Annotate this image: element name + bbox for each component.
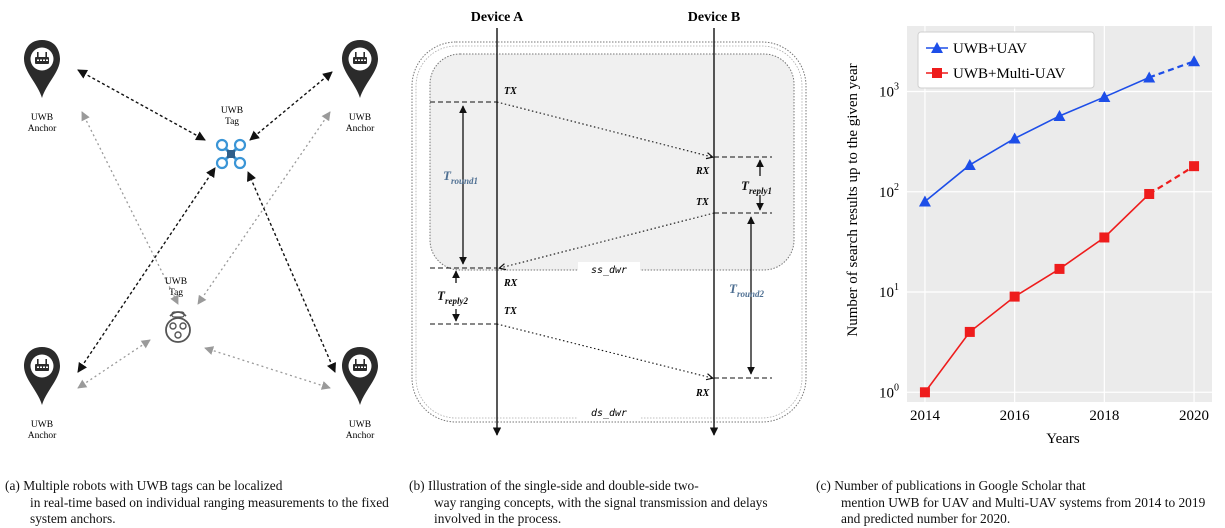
- panel-b: Device A Device B: [411, 10, 807, 436]
- data-point-square: [919, 387, 930, 398]
- ds-dwr-label: ds_dwr: [591, 408, 627, 419]
- legend: UWB+UAV UWB+Multi-UAV: [917, 31, 1095, 89]
- anchor-bottom-right: UWB Anchor: [342, 347, 378, 441]
- ticks: 2014 2016 2018 2020 100 101 102 103: [879, 81, 1209, 424]
- data-point-square: [1099, 232, 1110, 243]
- x-tick-label: 2020: [1179, 408, 1209, 424]
- y-tick-label: 102: [879, 182, 899, 201]
- series-line: [924, 193, 1150, 393]
- data-point-triangle: [1053, 109, 1066, 121]
- legend-uwb-multi-uav: UWB+Multi-UAV: [953, 66, 1066, 82]
- y-tick-label: 100: [879, 382, 899, 401]
- anchor-label: Anchor: [28, 124, 57, 134]
- location-pin-router-icon: [24, 347, 60, 405]
- legend-uwb-uav: UWB+UAV: [953, 41, 1027, 57]
- plot-area: [907, 26, 1212, 402]
- x-axis-label: Years: [1046, 431, 1080, 447]
- interval-arrows: [452, 105, 764, 375]
- data-point-square: [964, 326, 975, 337]
- y-tick-label: 101: [879, 282, 899, 301]
- panel-a: UWB Anchor UWB Anchor UWB Anchor UWB Anc…: [24, 40, 378, 441]
- location-pin-router-icon: [342, 40, 378, 98]
- quadrotor-drone-icon: [215, 138, 247, 170]
- x-tick-label: 2018: [1089, 408, 1119, 424]
- ss-dwr-label: ss_dwr: [591, 265, 627, 276]
- ground-robot-icon: [165, 311, 191, 343]
- location-pin-router-icon: [342, 347, 378, 405]
- caption-text: mention UWB for UAV and Multi-UAV system…: [841, 494, 1206, 527]
- ds-dwr-region: [411, 41, 807, 423]
- y-tick-label: 103: [879, 81, 899, 100]
- rx-label: RX: [695, 388, 710, 399]
- caption-text: Illustration of the single-side and doub…: [427, 478, 699, 493]
- x-tick-label: 2014: [910, 408, 941, 424]
- y-axis-label: Number of search results up to the given…: [845, 63, 861, 336]
- time-marks: [430, 101, 772, 379]
- anchor-label: UWB: [349, 420, 371, 430]
- grid: [907, 26, 1212, 402]
- t-reply2-label: Treply2: [437, 288, 468, 306]
- panel-c: 2014 2016 2018 2020 100 101 102 103 Years Numbe…: [845, 26, 1212, 447]
- caption-c: (c) Number of publications in Google Sch…: [816, 478, 1221, 528]
- tag-label: Tag: [225, 117, 239, 127]
- data-point-square: [1144, 188, 1155, 199]
- tag-label: UWB: [165, 277, 187, 287]
- data-point-triangle: [1188, 55, 1201, 67]
- tx-label: TX: [504, 306, 517, 317]
- series-line: [924, 76, 1150, 203]
- tx-label: TX: [696, 197, 709, 208]
- caption-text: in real-time based on individual ranging…: [30, 494, 389, 527]
- data-point-triangle: [963, 158, 976, 170]
- caption-b: (b) Illustration of the single-side and …: [409, 478, 814, 528]
- anchor-label: Anchor: [346, 124, 375, 134]
- anchor-label: UWB: [349, 113, 371, 123]
- caption-text: Multiple robots with UWB tags can be loc…: [23, 478, 283, 493]
- caption-text: Number of publications in Google Scholar…: [834, 478, 1086, 493]
- tag-label: UWB: [221, 106, 243, 116]
- caption-label: (b): [409, 478, 425, 493]
- x-tick-label: 2016: [1000, 408, 1031, 424]
- anchor-label: UWB: [31, 113, 53, 123]
- data-point-square: [1009, 291, 1020, 302]
- anchor-label: Anchor: [28, 431, 57, 441]
- robot-ranging-arrows: [77, 111, 331, 390]
- caption-a: (a) Multiple robots with UWB tags can be…: [5, 478, 407, 528]
- tx-label: TX: [504, 86, 517, 97]
- caption-label: (c): [816, 478, 831, 493]
- data-point-triangle: [1143, 71, 1156, 83]
- legend-triangle-marker: [931, 42, 943, 53]
- t-reply1-label: Treply1: [741, 178, 772, 196]
- t-round2-label: Tround2: [729, 281, 764, 299]
- caption-text: way ranging concepts, with the signal tr…: [434, 494, 768, 527]
- drone-ranging-arrows: [77, 69, 336, 373]
- message-arrows: [496, 101, 715, 378]
- data-point-square: [1054, 263, 1065, 274]
- legend-square-marker: [932, 68, 942, 78]
- anchor-top-right: UWB Anchor: [342, 40, 378, 134]
- tag-label: Tag: [169, 288, 183, 298]
- legend-box: [917, 31, 1095, 89]
- series-line-predicted: [1148, 165, 1195, 195]
- series-line-predicted: [1148, 60, 1195, 79]
- anchor-bottom-left: UWB Anchor: [24, 347, 60, 441]
- device-b-label: Device B: [688, 10, 740, 25]
- data-point-square: [1189, 161, 1200, 172]
- rx-label: RX: [503, 278, 518, 289]
- device-a-label: Device A: [471, 10, 524, 25]
- data-point-triangle: [1098, 91, 1111, 103]
- caption-label: (a): [5, 478, 20, 493]
- anchor-label: Anchor: [346, 431, 375, 441]
- data-point-triangle: [918, 195, 931, 207]
- data-point-triangle: [1008, 132, 1021, 144]
- location-pin-router-icon: [24, 40, 60, 98]
- anchor-top-left: UWB Anchor: [24, 40, 60, 134]
- t-round1-label: Tround1: [443, 168, 478, 186]
- series: [918, 55, 1201, 398]
- ss-dwr-region: [429, 53, 795, 271]
- anchor-label: UWB: [31, 420, 53, 430]
- rx-label: RX: [695, 166, 710, 177]
